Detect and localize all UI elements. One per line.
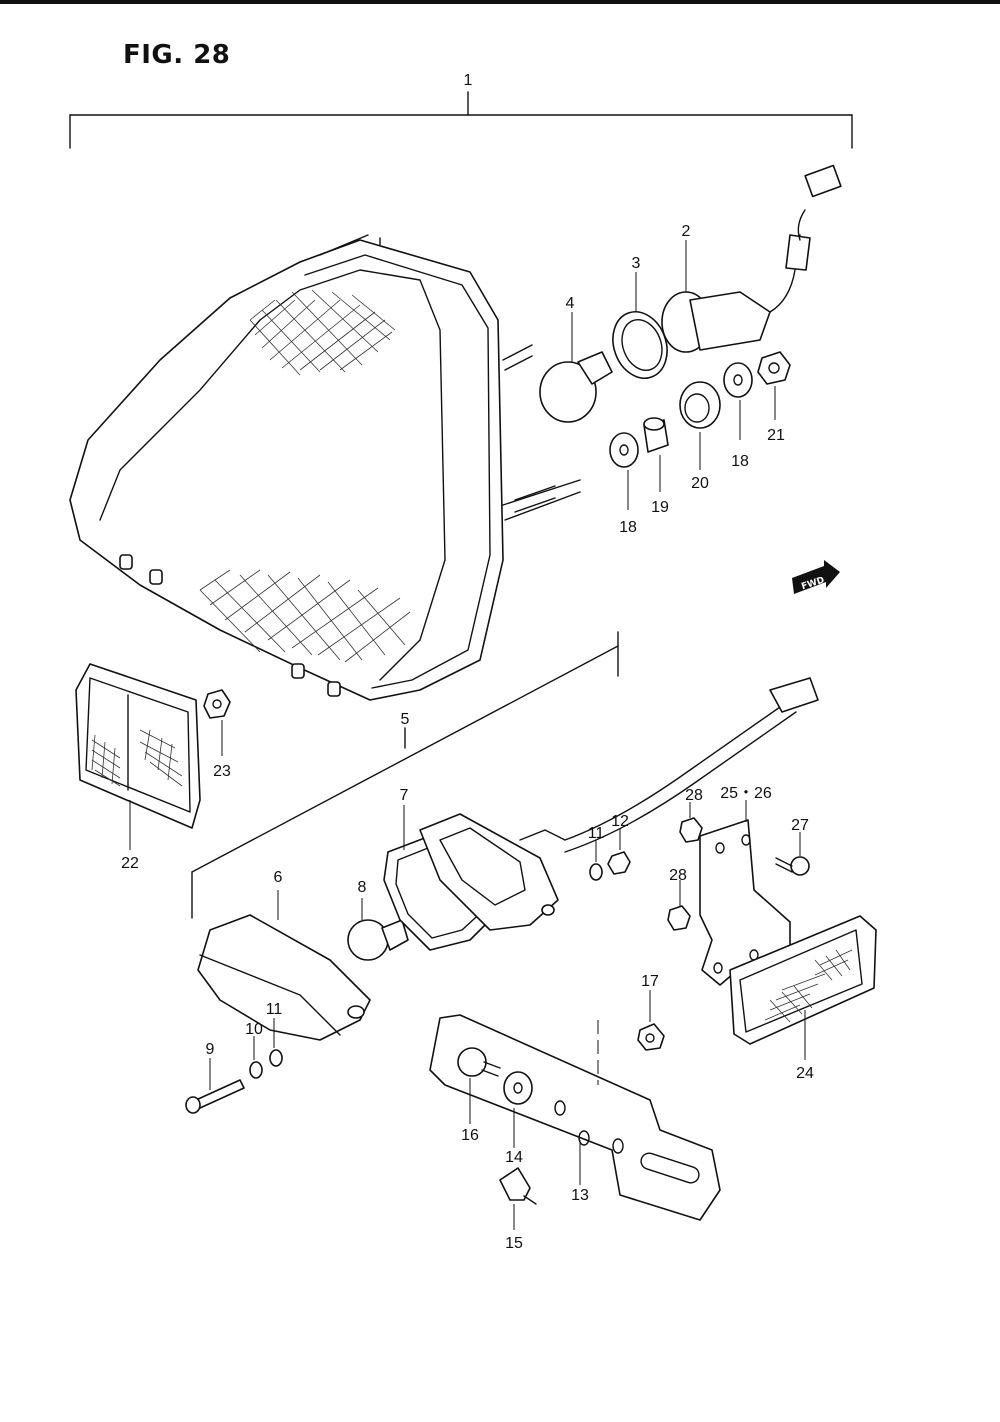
assembly-bracket-1 — [69, 91, 853, 149]
callout-18-upper: 18 — [731, 453, 749, 470]
part-14-washer — [503, 1071, 533, 1148]
part-23-nut — [203, 689, 231, 756]
callout-7: 7 — [400, 787, 409, 804]
part-11-washer-right — [589, 840, 603, 881]
callout-6: 6 — [274, 869, 283, 886]
part-28-nut-upper — [679, 802, 703, 843]
callout-22: 22 — [121, 855, 139, 872]
part-21-nut — [757, 351, 791, 420]
part-13-license-bracket — [429, 1014, 721, 1221]
part-22-reflector — [75, 663, 201, 850]
callout-27: 27 — [791, 817, 809, 834]
callout-15: 15 — [505, 1235, 523, 1252]
part-12-nut — [607, 828, 631, 875]
part-4-bulb — [539, 312, 613, 423]
part-15-rivet — [499, 1167, 537, 1230]
part-20-grommet — [679, 381, 721, 470]
callout-20: 20 — [691, 475, 709, 492]
callout-16: 16 — [461, 1127, 479, 1144]
part-9-screw — [185, 1058, 245, 1114]
part-6-license-lamp-lens — [197, 890, 371, 1041]
callout-28-upper: 28 — [685, 787, 703, 804]
callout-labels: 1 2 3 4 5 6 7 8 9 10 11 11 12 13 14 15 1… — [121, 72, 814, 1252]
callout-9: 9 — [206, 1041, 215, 1058]
part-18-washer-upper — [723, 362, 753, 440]
part-2-socket — [661, 164, 842, 353]
callout-13: 13 — [571, 1187, 589, 1204]
part-5-housing — [419, 677, 819, 931]
callout-4: 4 — [566, 295, 575, 312]
part-24-side-reflector — [729, 915, 877, 1060]
part-27-screw — [775, 832, 810, 876]
callout-10: 10 — [245, 1021, 263, 1038]
figure-title: FIG. 28 — [123, 40, 231, 70]
callout-23: 23 — [213, 763, 231, 780]
part-8-bulb — [347, 898, 409, 961]
tail-lamp-lens — [69, 234, 581, 701]
callout-24: 24 — [796, 1065, 814, 1082]
forward-arrow-icon: FWD — [792, 560, 840, 594]
part-18-washer-lower — [609, 432, 639, 510]
callout-17: 17 — [641, 973, 659, 990]
part-10-washer — [249, 1036, 263, 1079]
callout-2: 2 — [682, 223, 691, 240]
callout-21: 21 — [767, 427, 785, 444]
callout-28-lower: 28 — [669, 867, 687, 884]
assembly-bracket-5 — [191, 631, 619, 919]
part-16-bolt — [457, 1047, 501, 1124]
callout-12: 12 — [611, 813, 629, 830]
callout-11-left: 11 — [266, 1001, 283, 1018]
part-17-nut — [637, 990, 665, 1051]
callout-18-lower: 18 — [619, 519, 637, 536]
callout-3: 3 — [632, 255, 641, 272]
part-19-collar — [643, 417, 669, 492]
callout-11-right: 11 — [588, 825, 605, 842]
callout-5: 5 — [401, 711, 410, 728]
callout-14: 14 — [505, 1149, 523, 1166]
callout-1: 1 — [464, 72, 473, 89]
part-28-nut-lower — [667, 880, 691, 931]
callout-8: 8 — [358, 879, 367, 896]
part-11-washer-left — [269, 1018, 283, 1067]
callout-25-26: 25・26 — [720, 785, 772, 802]
callout-19: 19 — [651, 499, 669, 516]
